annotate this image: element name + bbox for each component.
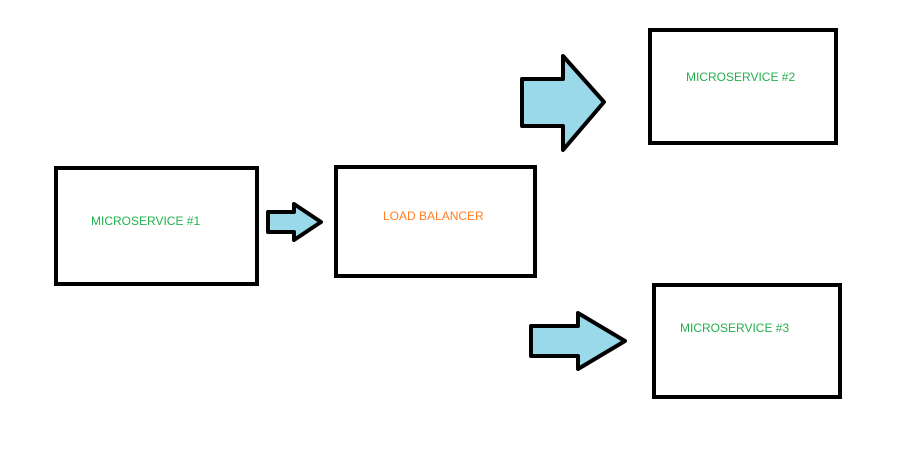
load-balancer-label: LOAD BALANCER bbox=[383, 209, 484, 223]
arrow-lb-to-ms3 bbox=[529, 311, 627, 371]
load-balancer-box bbox=[334, 165, 537, 278]
microservice-1-box bbox=[54, 166, 259, 286]
arrow-lb-to-ms2 bbox=[520, 54, 606, 152]
microservice-3-label: MICROSERVICE #3 bbox=[680, 321, 790, 335]
microservice-1-label: MICROSERVICE #1 bbox=[91, 214, 201, 228]
microservice-2-label: MICROSERVICE #2 bbox=[686, 70, 796, 84]
microservice-2-box bbox=[648, 28, 838, 145]
microservice-3-box bbox=[652, 283, 842, 399]
arrow-ms1-to-lb bbox=[266, 202, 323, 242]
